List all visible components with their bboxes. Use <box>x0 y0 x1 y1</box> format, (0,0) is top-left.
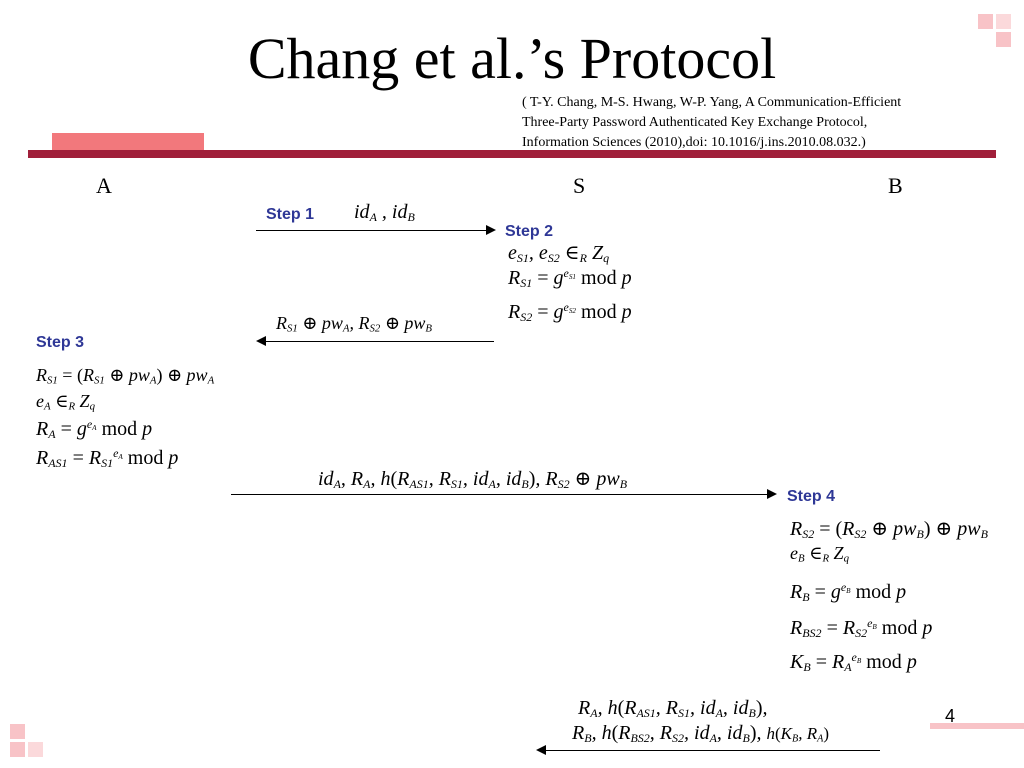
decor-square <box>996 14 1011 29</box>
decor-square <box>978 14 993 29</box>
citation: ( T-Y. Chang, M-S. Hwang, W-P. Yang, A C… <box>522 93 1002 153</box>
step3-label: Step 3 <box>36 334 85 351</box>
step3-formula: eA ∈R Zq <box>36 391 95 413</box>
citation-line: ( T-Y. Chang, M-S. Hwang, W-P. Yang, A C… <box>522 95 902 110</box>
message-b-to-a: RB, h(RBS2, RS2, idA, idB), h(KB, RA) <box>572 722 830 745</box>
message-b-to-a: RA, h(RAS1, RS1, idA, idB), <box>578 697 768 720</box>
step4-formula: RBS2 = RS2eB mod p <box>790 616 933 641</box>
s-to-a-arrow <box>256 336 494 346</box>
step2-formula: RS1 = geS1 mod p <box>508 266 632 291</box>
b-to-a-arrow <box>536 745 880 755</box>
party-a-label: A <box>96 173 112 198</box>
page-title: Chang et al.’s Protocol <box>247 26 777 91</box>
title-divider <box>28 150 996 158</box>
page-number: 4 <box>945 706 956 726</box>
step4-formula: KB = RAeB mod p <box>790 650 917 675</box>
party-s-label: S <box>573 173 586 198</box>
decor-square <box>10 742 25 757</box>
decor-bar <box>930 723 1024 729</box>
step4-formula: eB ∈R Zq <box>790 543 849 565</box>
decor-square <box>10 724 25 739</box>
a-to-b-arrow <box>231 489 777 499</box>
decor-square <box>28 742 43 757</box>
message-s-to-a: RS1 ⊕ pwA, RS2 ⊕ pwB <box>276 313 433 335</box>
step2-formula: RS2 = geS2 mod p <box>508 300 632 325</box>
step4-label: Step 4 <box>787 488 836 505</box>
step3-formula: RA = geA mod p <box>36 417 153 442</box>
step1-label: Step 1 <box>266 206 315 223</box>
step3-formula: RAS1 = RS1eA mod p <box>36 446 179 471</box>
title-accent-bar <box>52 133 204 150</box>
step1-message: idA , idB <box>354 201 415 224</box>
party-b-label: B <box>888 173 903 198</box>
decor-square <box>996 32 1011 47</box>
citation-line: Three-Party Password Authenticated Key E… <box>522 115 868 130</box>
step1-arrow <box>256 225 496 235</box>
citation-line: Information Sciences (2010),doi: 10.1016… <box>522 135 866 150</box>
step2-formula: eS1, eS2 ∈R Zq <box>508 242 610 265</box>
message-a-to-b: idA, RA, h(RAS1, RS1, idA, idB), RS2 ⊕ p… <box>318 468 628 491</box>
step4-formula: RB = geB mod p <box>790 580 907 605</box>
step3-formula: RS1 = (RS1 ⊕ pwA) ⊕ pwA <box>36 365 215 387</box>
step2-label: Step 2 <box>505 223 554 240</box>
step4-formula: RS2 = (RS2 ⊕ pwB) ⊕ pwB <box>790 518 988 541</box>
